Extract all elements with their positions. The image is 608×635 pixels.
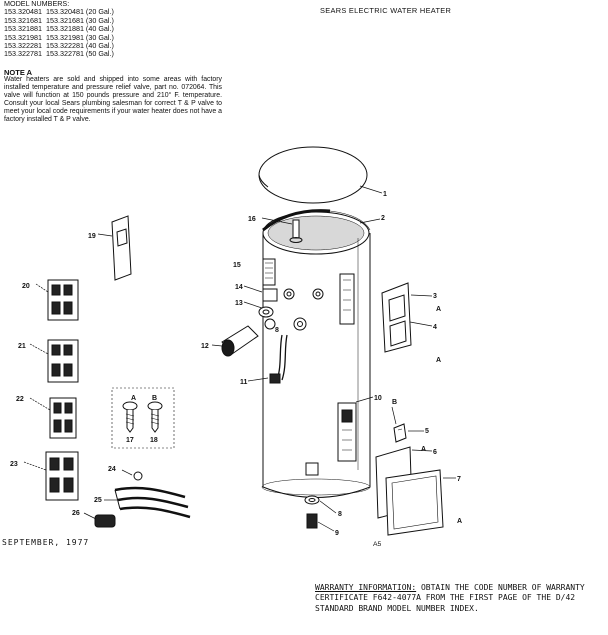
note-title: NOTE A <box>4 68 33 77</box>
warranty-information: WARRANTY INFORMATION: OBTAIN THE CODE NU… <box>315 583 608 614</box>
part-anode-rod <box>261 217 303 243</box>
publication-date: SEPTEMBER, 1977 <box>2 538 90 547</box>
callout-labels: 1 2 3 4 5 6 7 8 8 9 10 11 12 13 14 15 16… <box>10 191 462 537</box>
ref-mark-a-panel-mid: A <box>436 357 441 364</box>
ref-mark-b-clip: B <box>392 399 397 406</box>
part-screw-17 <box>122 401 138 433</box>
callout-1: 1 <box>383 191 387 198</box>
warranty-text: OBTAIN THE CODE NUMBER OF WARRANTY CERTI… <box>315 583 585 613</box>
model-row: 153.322281 153.322281 (40 Gal.) <box>4 41 114 51</box>
callout-8-lower: 8 <box>338 511 342 518</box>
callout-14: 14 <box>235 284 243 291</box>
callout-26: 26 <box>72 510 80 517</box>
model-row: 153.321681 153.321681 (30 Gal.) <box>4 15 114 25</box>
part-upper-element <box>243 285 324 309</box>
page-code: A5 <box>373 541 382 548</box>
part-heating-element-upper <box>247 334 288 384</box>
callout-9: 9 <box>335 530 339 537</box>
page-title: SEARS ELECTRIC WATER HEATER <box>320 6 452 15</box>
callout-21: 21 <box>18 343 26 350</box>
callout-24: 24 <box>108 466 116 473</box>
part-relief-valve <box>211 325 259 357</box>
part-thermostat-clip <box>391 406 424 443</box>
model-number-list: MODEL NUMBERS: 153.320481 153.320481 (20… <box>4 0 234 59</box>
callout-17: 17 <box>126 437 134 444</box>
part-drain-valve <box>304 462 337 532</box>
ref-mark-a-screw: A <box>131 395 136 402</box>
part-terminal-block-20 <box>35 279 79 321</box>
callout-7: 7 <box>457 476 461 483</box>
model-row: 153.320481 153.320481 (20 Gal.) <box>4 7 114 17</box>
screws-frame <box>111 387 175 449</box>
part-terminal-block-23 <box>23 451 79 501</box>
callout-22: 22 <box>16 396 24 403</box>
part-terminal-block-22 <box>29 397 77 439</box>
part-element-gasket <box>258 306 307 331</box>
part-terminal-block-21 <box>29 339 79 383</box>
callout-20: 20 <box>22 283 30 290</box>
callout-15: 15 <box>233 262 241 269</box>
part-top-cover <box>258 146 383 204</box>
callout-23: 23 <box>10 461 18 468</box>
callout-10: 10 <box>374 395 382 402</box>
callout-11: 11 <box>240 379 248 386</box>
model-numbers-heading: MODEL NUMBERS: <box>4 0 70 8</box>
part-mounting-bracket <box>97 215 132 281</box>
callout-5: 5 <box>425 428 429 435</box>
note-body: Water heaters are sold and shipped into … <box>4 76 222 124</box>
model-row: 153.321981 153.321981 (30 Gal.) <box>4 32 114 42</box>
part-upper-access-panel <box>339 273 433 353</box>
callout-19: 19 <box>88 233 96 240</box>
callout-4: 4 <box>433 324 437 331</box>
callout-6: 6 <box>433 449 437 456</box>
part-tank-jacket <box>261 209 381 498</box>
ref-mark-a-panel-upper: A <box>436 306 441 313</box>
callout-2: 2 <box>381 215 385 222</box>
warranty-heading: WARRANTY INFORMATION: <box>315 583 417 592</box>
callout-25: 25 <box>94 497 102 504</box>
callout-8-upper: 8 <box>275 327 279 334</box>
model-row: 153.322781 153.322781 (50 Gal.) <box>4 49 114 59</box>
ref-mark-a-clip: A <box>421 446 426 453</box>
callout-13: 13 <box>235 300 243 307</box>
ref-mark-a-lower-panel: A <box>457 518 462 525</box>
part-lower-access-panel <box>375 446 456 536</box>
ref-mark-b-screw: B <box>152 395 157 402</box>
callout-3: 3 <box>433 293 437 300</box>
part-junction-box <box>262 258 276 286</box>
callout-12: 12 <box>201 343 209 350</box>
model-row: 153.321881 153.321881 (40 Gal.) <box>4 24 114 34</box>
callout-18: 18 <box>150 437 158 444</box>
part-heating-element-lower <box>83 469 191 528</box>
callout-16: 16 <box>248 216 256 223</box>
part-lower-thermostat <box>337 396 374 462</box>
part-screw-18 <box>147 401 163 433</box>
